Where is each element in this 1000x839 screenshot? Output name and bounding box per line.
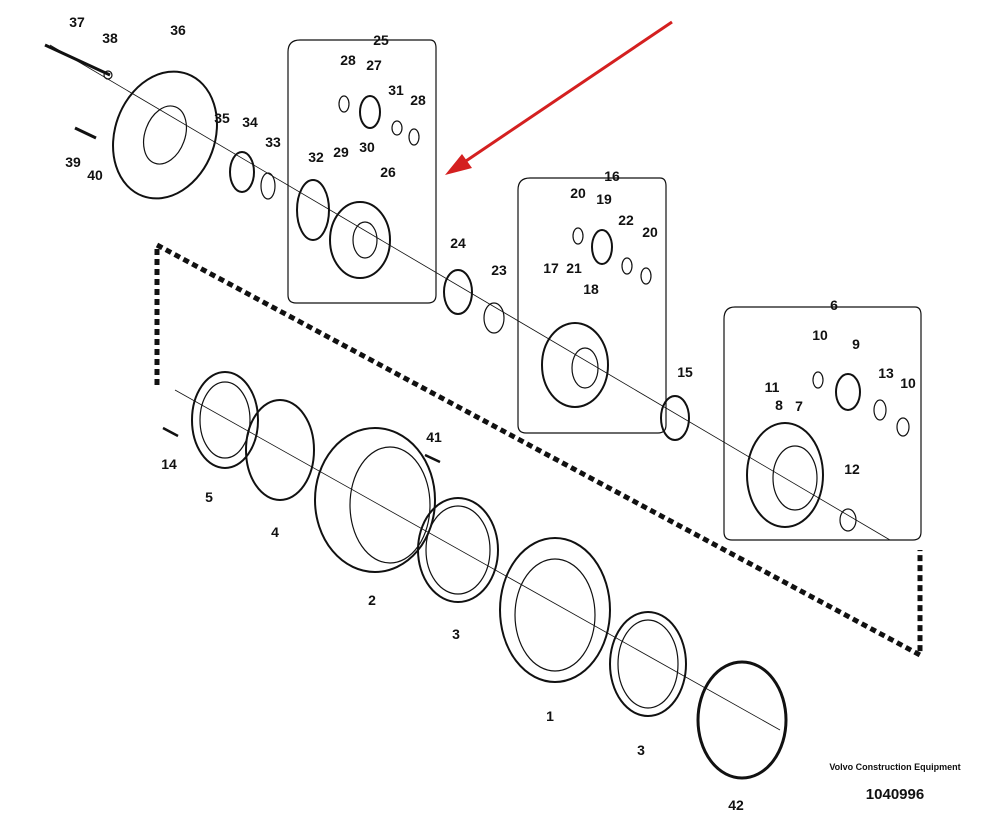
- part-label-35: 35: [214, 110, 230, 126]
- part-label-3: 3: [637, 742, 645, 758]
- part-label-21: 21: [566, 260, 582, 276]
- ring-5: [191, 371, 259, 469]
- part-label-42: 42: [728, 797, 744, 813]
- gear-9: [835, 373, 861, 411]
- drawing-number: 1040996: [865, 786, 925, 803]
- part-label-20: 20: [570, 185, 586, 201]
- part-label-13: 13: [878, 365, 894, 381]
- washer-12: [839, 508, 857, 532]
- pin-41: [424, 453, 441, 464]
- gear-24: [443, 269, 473, 315]
- part-label-12: 12: [844, 461, 860, 477]
- brand-text: Volvo Construction Equipment: [829, 762, 961, 772]
- part-label-39: 39: [65, 154, 81, 170]
- ring-33: [260, 172, 276, 200]
- part-label-31: 31: [388, 82, 404, 98]
- gear-27: [359, 95, 381, 129]
- gear-19: [591, 229, 613, 265]
- part-label-10: 10: [900, 375, 916, 391]
- part-label-14: 14: [161, 456, 177, 472]
- washer-38: [103, 70, 113, 80]
- part-label-25: 25: [373, 32, 389, 48]
- gear-34: [229, 151, 255, 193]
- seal-42: [696, 660, 788, 780]
- part-label-38: 38: [102, 30, 118, 46]
- part-label-40: 40: [87, 167, 103, 183]
- part-label-5: 5: [205, 489, 213, 505]
- part-label-41: 41: [426, 429, 442, 445]
- part-label-7: 7: [795, 398, 803, 414]
- part-label-4: 4: [271, 524, 279, 540]
- part-label-36: 36: [170, 22, 186, 38]
- o-ring-4: [245, 399, 315, 501]
- part-label-32: 32: [308, 149, 324, 165]
- part-label-27: 27: [366, 57, 382, 73]
- part-label-15: 15: [677, 364, 693, 380]
- o-ring-32: [296, 179, 330, 241]
- axis-line-lower: [174, 389, 781, 731]
- part-label-17: 17: [543, 260, 559, 276]
- bearing-3-upper: [417, 497, 499, 603]
- part-label-18: 18: [583, 281, 599, 297]
- carrier-18: [541, 322, 609, 408]
- ring-gear-2: [314, 427, 436, 573]
- subassembly-box-25: [287, 39, 437, 304]
- part-label-8: 8: [775, 397, 783, 413]
- subassembly-box-16: [517, 177, 667, 434]
- indicator-arrow: [445, 20, 673, 175]
- part-label-23: 23: [491, 262, 507, 278]
- part-label-9: 9: [852, 336, 860, 352]
- cover-36: [112, 70, 218, 200]
- part-label-6: 6: [830, 297, 838, 313]
- part-label-29: 29: [333, 144, 349, 160]
- dashed-bracket: [154, 240, 923, 660]
- part-label-2: 2: [368, 592, 376, 608]
- part-label-33: 33: [265, 134, 281, 150]
- part-label-16: 16: [604, 168, 620, 184]
- part-label-20: 20: [642, 224, 658, 240]
- part-label-28: 28: [410, 92, 426, 108]
- part-label-24: 24: [450, 235, 466, 251]
- carrier-7: [746, 422, 824, 528]
- bolt-37: [44, 43, 111, 77]
- part-label-30: 30: [359, 139, 375, 155]
- part-label-26: 26: [380, 164, 396, 180]
- part-label-3: 3: [452, 626, 460, 642]
- part-label-10: 10: [812, 327, 828, 343]
- part-label-37: 37: [69, 14, 85, 30]
- ring-23: [483, 302, 505, 334]
- part-label-11: 11: [765, 379, 780, 395]
- part-label-34: 34: [242, 114, 258, 130]
- subassembly-box-6: [723, 306, 922, 541]
- gear-15: [660, 395, 690, 441]
- part-label-19: 19: [596, 191, 612, 207]
- bearing-3-lower: [609, 611, 687, 717]
- bolt-39: [74, 126, 97, 140]
- housing-1: [499, 537, 611, 683]
- part-label-1: 1: [546, 708, 554, 724]
- carrier-26: [329, 201, 391, 279]
- part-label-22: 22: [618, 212, 634, 228]
- bolt-14: [162, 426, 179, 438]
- part-label-28: 28: [340, 52, 356, 68]
